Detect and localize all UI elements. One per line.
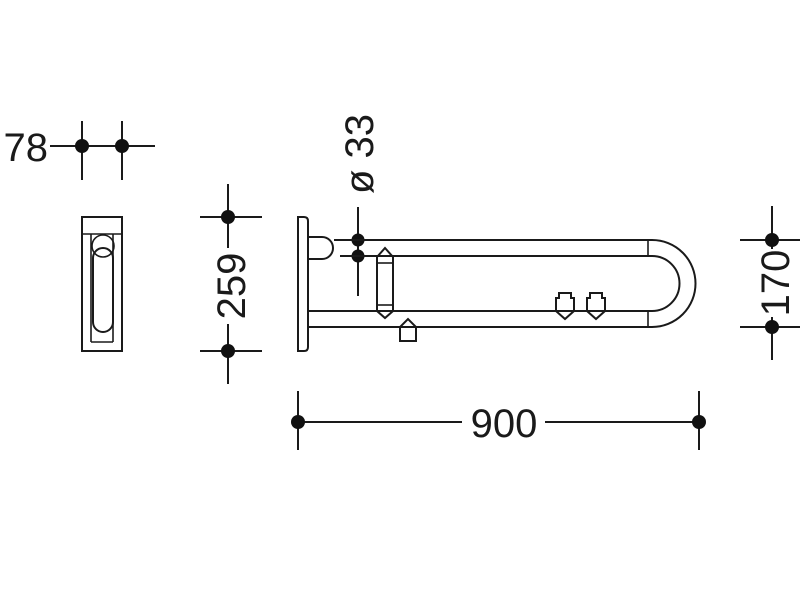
spacing-marker-top xyxy=(765,233,779,247)
depth-label: 78 xyxy=(4,126,49,170)
side-view-tube-end xyxy=(91,234,115,258)
length-marker-right xyxy=(692,415,706,429)
grab-bar-front-view xyxy=(297,216,697,352)
height-label-bg xyxy=(212,248,246,324)
support-element xyxy=(376,246,394,320)
height-marker-bottom xyxy=(221,344,235,358)
arrow-marker xyxy=(399,317,417,342)
diameter-dimension: ø 33 xyxy=(338,114,382,296)
hinge-knob xyxy=(308,236,334,260)
wall-plate xyxy=(297,216,309,352)
pin-left xyxy=(555,292,575,321)
depth-marker-left xyxy=(75,139,89,153)
length-marker-left xyxy=(291,415,305,429)
spacing-label: 170 xyxy=(754,250,798,317)
height-label: 259 xyxy=(210,253,254,320)
height-dimension: 259 xyxy=(200,184,262,384)
length-label: 900 xyxy=(471,402,538,446)
spacing-label-bg xyxy=(756,249,790,317)
pin-right xyxy=(586,292,606,321)
u-bend-outer xyxy=(651,239,697,328)
diameter-label: ø 33 xyxy=(338,114,382,194)
height-marker-top xyxy=(221,210,235,224)
side-view-tube xyxy=(92,247,114,333)
depth-dimension: 78 xyxy=(4,121,155,180)
spacing-marker-bottom xyxy=(765,320,779,334)
spacing-dimension: 170 xyxy=(740,206,800,360)
side-view xyxy=(81,216,123,352)
depth-marker-right xyxy=(115,139,129,153)
u-bend-inner xyxy=(651,255,681,312)
side-view-plate xyxy=(81,216,123,352)
length-dimension: 900 xyxy=(291,391,706,450)
